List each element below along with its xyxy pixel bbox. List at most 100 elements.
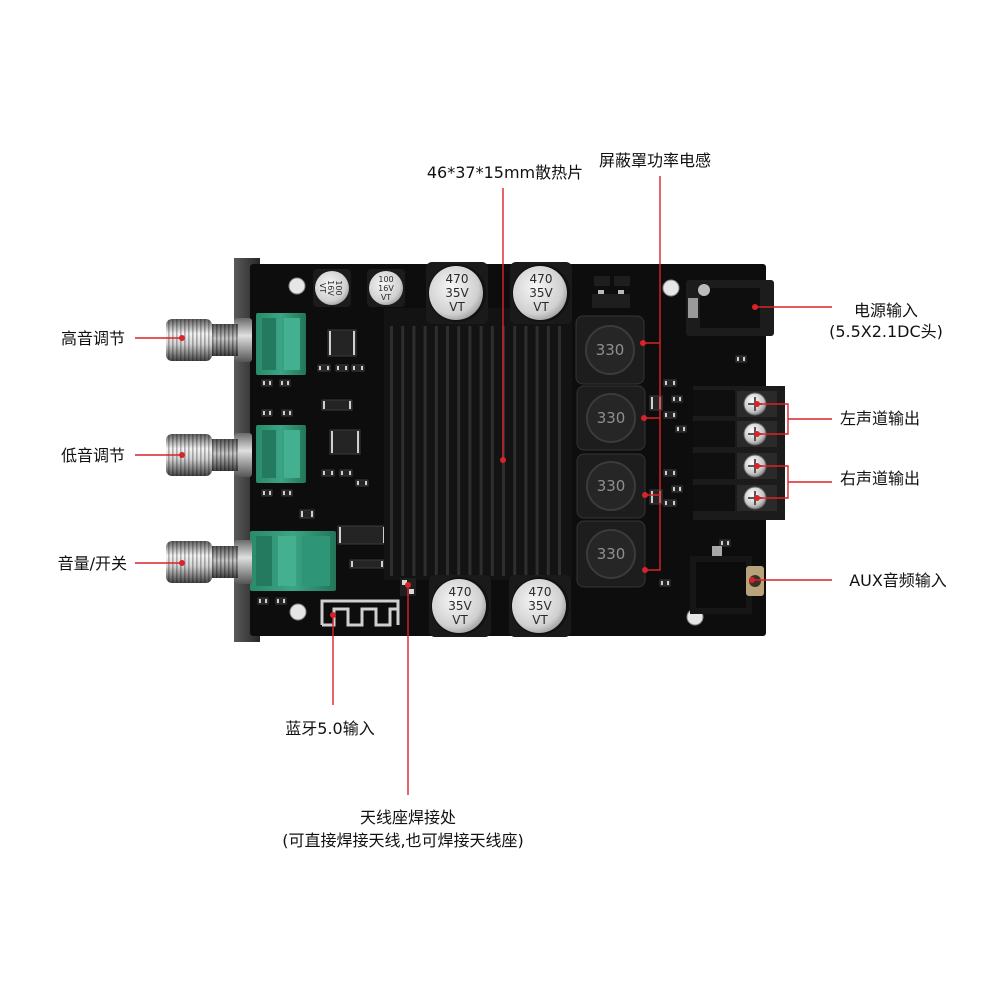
inductor: 330: [576, 453, 646, 519]
heatsink-fin: [390, 326, 393, 576]
heatsink-fin: [446, 326, 449, 576]
svg-text:330: 330: [597, 477, 626, 495]
smd-part: [671, 485, 683, 493]
label-inductor: 屏蔽罩功率电感: [599, 151, 711, 170]
treble-knob: [166, 318, 252, 362]
speaker-terminal-block: [693, 386, 785, 520]
volume-switch-potentiometer: [250, 531, 336, 591]
smd-part: [317, 364, 331, 372]
svg-text:16V: 16V: [326, 280, 335, 296]
smd-part: [261, 379, 273, 387]
volume-knob: [166, 540, 252, 584]
svg-text:VT: VT: [533, 300, 549, 314]
heatsink-fin: [490, 326, 494, 576]
smd-part: [299, 509, 315, 519]
label-bass: 低音调节: [61, 446, 125, 465]
label-treble: 高音调节: [61, 329, 125, 348]
smd-part: [261, 489, 273, 497]
bass-potentiometer: [256, 425, 306, 483]
capacitor-470uf: 470 35V VT: [509, 575, 571, 637]
svg-text:VT: VT: [449, 300, 465, 314]
heatsink-fin: [558, 326, 561, 576]
smd-part: [663, 379, 677, 387]
heatsink-fin: [434, 326, 438, 576]
smd-part: [339, 469, 353, 477]
mounting-holes: [288, 277, 704, 626]
svg-text:35V: 35V: [528, 599, 552, 613]
heatsink-fin: [468, 326, 472, 576]
capacitor-470uf: 470 35V VT: [510, 262, 572, 324]
heatsink-fin: [546, 326, 550, 576]
smd-part: [663, 411, 677, 419]
smd-part: [663, 499, 677, 507]
label-aux: AUX音频输入: [849, 571, 947, 590]
svg-text:VT: VT: [318, 283, 327, 293]
bluetooth-antenna-trace: [320, 599, 400, 627]
label-right-channel: 右声道输出: [840, 469, 920, 488]
smd-part: [329, 429, 361, 455]
dc-power-jack: [686, 280, 774, 336]
label-bluetooth: 蓝牙5.0输入: [285, 719, 374, 738]
svg-text:35V: 35V: [529, 286, 553, 300]
svg-text:100: 100: [378, 275, 393, 284]
aux-audio-jack: [690, 546, 764, 614]
heatsink: [384, 308, 572, 580]
annotation-lines: [135, 176, 832, 795]
label-antenna: 天线座焊接处: [360, 808, 456, 827]
smd-part: [355, 479, 369, 487]
inductor: 330: [576, 520, 646, 588]
capacitor-470uf: 470 35V VT: [429, 575, 491, 637]
smd-part: [659, 579, 671, 587]
svg-text:330: 330: [596, 341, 625, 359]
label-heatsink: 46*37*15mm散热片: [427, 163, 583, 182]
treble-potentiometer: [256, 313, 306, 375]
svg-text:VT: VT: [381, 293, 391, 302]
smd-part: [335, 364, 349, 372]
label-antenna-note: (可直接焊接天线,也可焊接天线座): [282, 831, 524, 850]
capacitor-100uf: 100 16V VT: [367, 269, 405, 307]
label-power-input-spec: (5.5X2.1DC头): [829, 322, 943, 341]
svg-text:100: 100: [334, 280, 343, 295]
svg-text:330: 330: [597, 409, 626, 427]
heatsink-fin: [524, 326, 528, 576]
heatsink-fin: [535, 326, 539, 576]
svg-text:470: 470: [449, 585, 472, 599]
label-left-channel: 左声道输出: [840, 409, 920, 428]
svg-text:35V: 35V: [445, 286, 469, 300]
heatsink-fin: [401, 326, 405, 576]
smd-part: [349, 559, 385, 569]
smd-part: [719, 539, 731, 547]
capacitor-100uf: 100 16V VT: [313, 269, 351, 307]
smd-part: [275, 597, 287, 605]
smd-part: [321, 469, 335, 477]
svg-text:16V: 16V: [378, 284, 394, 293]
heatsink-fin: [457, 326, 461, 576]
transistors: [592, 276, 630, 308]
smd-part: [327, 329, 357, 357]
smd-part: [675, 425, 687, 433]
svg-text:35V: 35V: [448, 599, 472, 613]
smd-part: [279, 379, 291, 387]
heatsink-fin: [513, 326, 517, 576]
svg-text:470: 470: [530, 272, 553, 286]
smd-part: [281, 409, 293, 417]
heatsink-fin: [423, 326, 427, 576]
smd-components: [257, 329, 747, 605]
smd-part: [735, 355, 747, 363]
label-power-input: 电源输入: [854, 301, 918, 320]
smd-part: [281, 489, 293, 497]
smd-part: [671, 395, 683, 403]
heatsink-fin: [412, 326, 416, 576]
smd-part: [257, 597, 269, 605]
smd-part: [261, 409, 273, 417]
label-volume: 音量/开关: [58, 554, 127, 573]
inductor: 330: [576, 385, 646, 451]
svg-text:VT: VT: [452, 613, 468, 627]
capacitor-470uf: 470 35V VT: [426, 262, 488, 324]
inductor: 330: [575, 315, 645, 385]
smd-part: [321, 399, 353, 411]
smd-part: [337, 525, 387, 545]
svg-text:330: 330: [597, 545, 626, 563]
svg-text:470: 470: [529, 585, 552, 599]
